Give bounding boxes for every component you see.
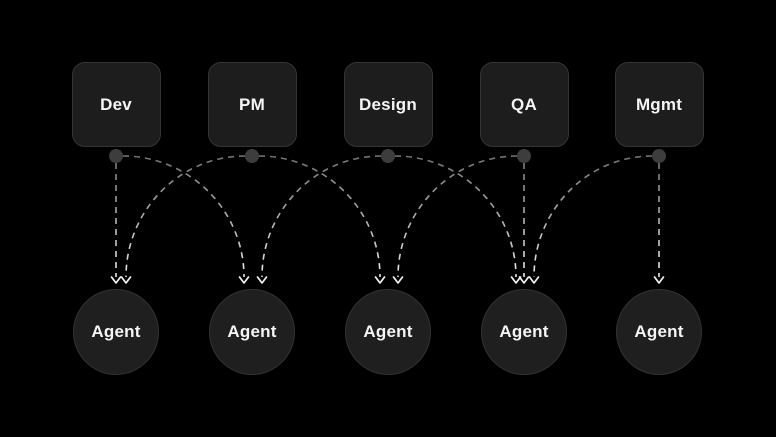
arrowhead-mgmt-to-agent-4	[528, 276, 540, 284]
arrowhead-dev-to-agent-1	[110, 276, 122, 284]
node-label: Agent	[499, 322, 549, 341]
arrowhead-design-to-agent-4	[510, 276, 522, 284]
node-label: PM	[239, 94, 265, 114]
anchor-dot-pm	[245, 149, 259, 163]
anchor-dot-dev	[109, 149, 123, 163]
node-label: QA	[511, 94, 537, 114]
arrowhead-pm-to-agent-1	[120, 276, 132, 284]
agent-node-2: Agent	[209, 289, 295, 375]
node-label: Agent	[634, 322, 684, 341]
agent-node-4: Agent	[481, 289, 567, 375]
arrowhead-qa-to-agent-3	[392, 276, 404, 284]
arrowhead-qa-to-agent-4	[518, 276, 530, 284]
node-label: Agent	[363, 322, 413, 341]
connector-dev-to-agent-2	[122, 155, 245, 278]
node-label: Agent	[91, 322, 141, 341]
connector-pm-to-agent-1	[125, 155, 246, 278]
node-label: Dev	[100, 94, 132, 114]
node-label: Mgmt	[635, 94, 683, 114]
node-label: Design	[359, 94, 417, 114]
agent-node-5: Agent	[616, 289, 702, 375]
arrowhead-mgmt-to-agent-5	[653, 276, 665, 284]
agent-node-1: Agent	[73, 289, 159, 375]
role-node-pm: PM	[207, 62, 297, 147]
anchor-dot-qa	[517, 149, 531, 163]
anchor-dot-mgmt	[652, 149, 666, 163]
connector-qa-to-agent-3	[397, 155, 518, 278]
connector-pm-to-agent-3	[258, 155, 381, 278]
arrowhead-pm-to-agent-3	[374, 276, 386, 284]
arrowhead-design-to-agent-2	[256, 276, 268, 284]
node-label: Agent	[227, 322, 277, 341]
connector-design-to-agent-4	[394, 155, 517, 278]
anchor-dot-design	[381, 149, 395, 163]
role-node-qa: QA	[479, 62, 569, 147]
agent-node-3: Agent	[345, 289, 431, 375]
role-node-mgmt: Mgmt	[614, 62, 704, 147]
role-node-design: Design	[343, 62, 433, 147]
connector-mgmt-to-agent-4	[533, 155, 653, 278]
connector-design-to-agent-2	[261, 155, 382, 278]
role-node-dev: Dev	[71, 62, 161, 147]
arrowhead-dev-to-agent-2	[238, 276, 250, 284]
